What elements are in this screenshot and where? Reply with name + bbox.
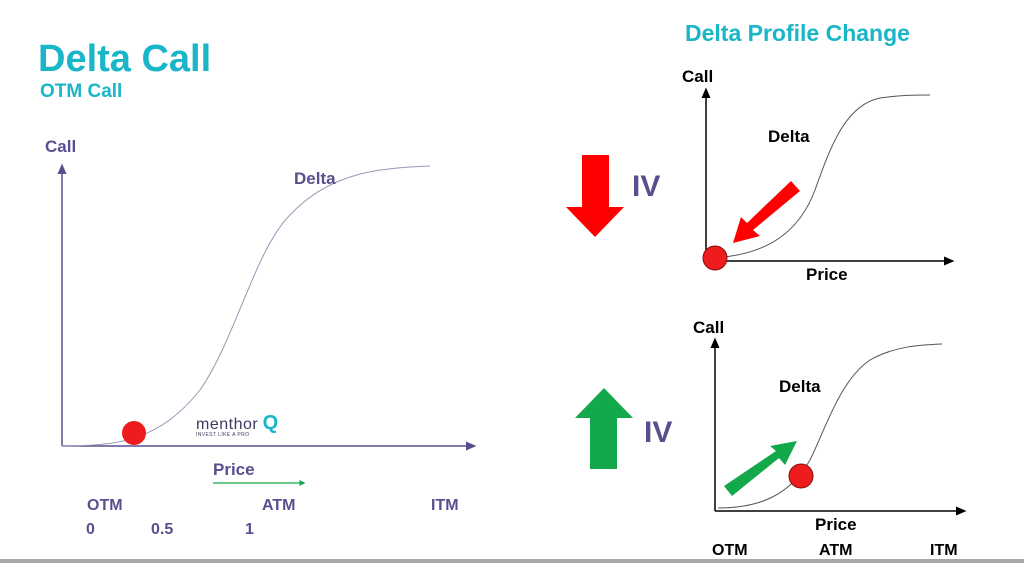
top-iv-label: IV xyxy=(632,170,661,203)
left-x-axis-label: Price xyxy=(213,460,255,479)
left-y-axis-label: Call xyxy=(45,137,77,156)
menthor-logo: menthor Q INVEST LIKE A PRO xyxy=(196,412,278,438)
top-y-axis-label: Call xyxy=(682,67,714,86)
iv-up-arrow xyxy=(575,388,633,469)
bottom-position-marker xyxy=(788,463,814,489)
right-itm-label: ITM xyxy=(930,542,958,559)
bottom-delta-curve xyxy=(717,343,943,509)
bottom-x-axis-label: Price xyxy=(815,515,857,534)
bottom-iv-label: IV xyxy=(644,416,673,449)
top-x-axis-label: Price xyxy=(806,265,848,284)
delta-value-half: 0.5 xyxy=(151,521,174,538)
delta-value-1: 1 xyxy=(245,521,254,538)
top-position-marker xyxy=(702,245,728,271)
bottom-curve-label: Delta xyxy=(779,377,821,396)
top-down-left-arrow xyxy=(733,181,800,243)
right-atm-label: ATM xyxy=(819,542,853,559)
left-chart xyxy=(57,163,477,486)
top-delta-curve xyxy=(711,94,931,259)
top-curve-label: Delta xyxy=(768,127,810,146)
left-itm-label: ITM xyxy=(431,497,459,514)
left-delta-curve xyxy=(61,165,431,447)
left-curve-label: Delta xyxy=(294,169,336,188)
delta-value-0: 0 xyxy=(86,521,95,538)
top-panel-chart xyxy=(566,87,955,271)
logo-tagline: INVEST LIKE A PRO xyxy=(196,432,250,438)
right-title: Delta Profile Change xyxy=(685,20,910,46)
left-atm-label: ATM xyxy=(262,497,296,514)
left-otm-label: OTM xyxy=(87,497,123,514)
logo-q-mark: Q xyxy=(262,412,279,434)
bottom-y-axis-label: Call xyxy=(693,318,725,337)
page-subtitle: OTM Call xyxy=(40,81,123,102)
left-position-marker xyxy=(122,421,146,445)
bottom-panel-chart xyxy=(575,337,967,516)
iv-down-arrow xyxy=(566,155,624,237)
right-otm-label: OTM xyxy=(712,542,748,559)
page-title: Delta Call xyxy=(38,38,212,80)
bottom-divider xyxy=(0,559,1024,563)
logo-wordmark: menthor xyxy=(196,416,259,433)
bottom-up-right-arrow xyxy=(724,441,797,496)
